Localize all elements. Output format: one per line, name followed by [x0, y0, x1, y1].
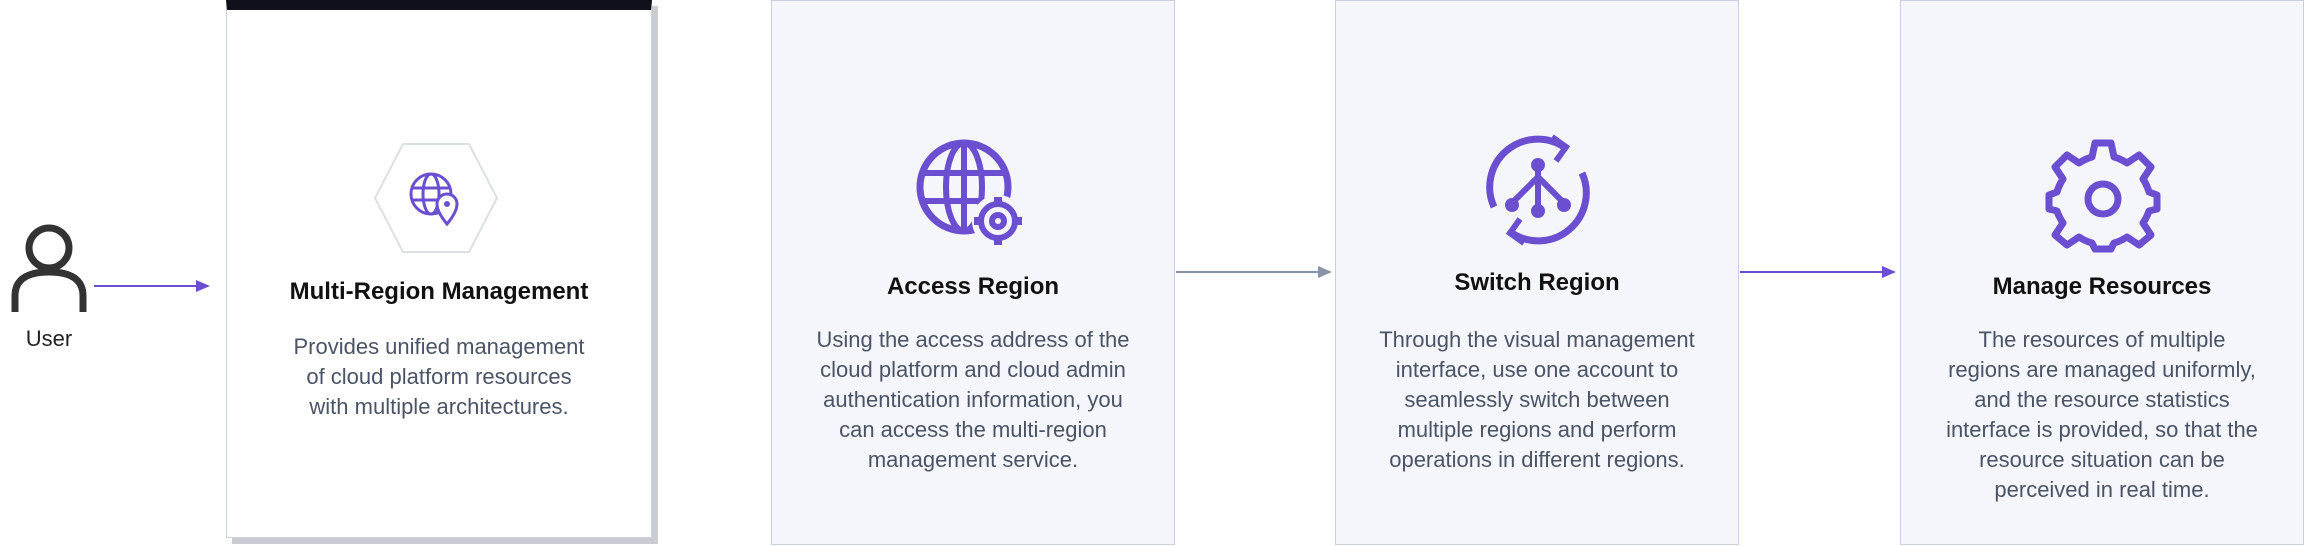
- multi-region-management-card: Multi-Region Management Provides unified…: [226, 0, 652, 538]
- card-description: Using the access address of the cloud pl…: [816, 327, 1130, 472]
- manage-resources-card: Manage Resources The resources of multip…: [1900, 0, 2304, 545]
- user-label: User: [25, 326, 73, 351]
- globe-pin-icon: [373, 143, 499, 253]
- card-title: Switch Region: [1454, 269, 1620, 296]
- switch-region-icon: [1486, 134, 1590, 246]
- access-region-card: Access Region Using the access address o…: [771, 0, 1175, 545]
- card-description: Provides unified management of cloud pla…: [293, 334, 585, 419]
- switch-region-card: Switch Region Through the visual managem…: [1335, 0, 1739, 545]
- card-description: Through the visual management interface,…: [1379, 327, 1695, 472]
- user-icon: [11, 224, 87, 312]
- card-title: Access Region: [886, 273, 1060, 300]
- card-title: Manage Resources: [1992, 273, 2212, 300]
- gear-icon: [2045, 139, 2161, 253]
- arrow-switch-to-manage: [1740, 266, 1896, 278]
- card-title: Multi-Region Management: [289, 278, 589, 305]
- arrow-user-to-management: [94, 280, 210, 292]
- globe-gear-icon: [916, 139, 1024, 247]
- arrow-access-to-switch: [1176, 266, 1332, 278]
- card-description: The resources of multiple regions are ma…: [1946, 327, 2258, 502]
